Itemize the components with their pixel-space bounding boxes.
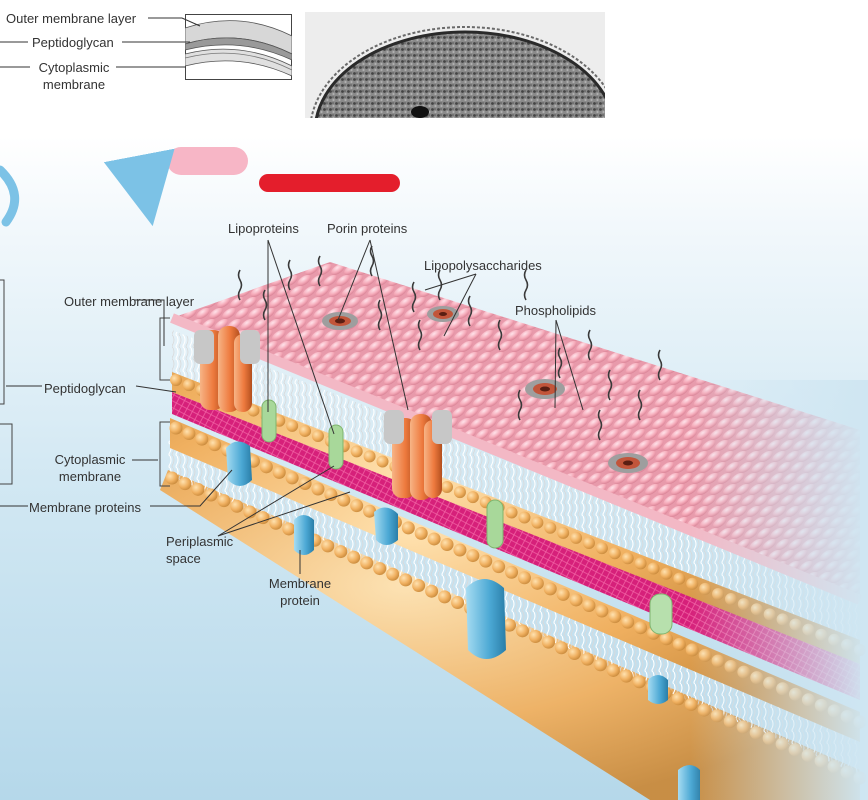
porin-protein-left xyxy=(194,326,260,412)
outer-membrane-surface xyxy=(172,262,860,600)
red-accent-bar xyxy=(259,174,400,192)
label-peptidoglycan: Peptidoglycan xyxy=(44,381,126,396)
label-lipopolysaccharides: Lipopolysaccharides xyxy=(424,258,542,273)
inset-label-outer-membrane: Outer membrane layer xyxy=(6,11,137,26)
label-phospholipids: Phospholipids xyxy=(515,303,596,318)
lipoproteins xyxy=(261,399,673,635)
curved-arrow-left xyxy=(0,165,20,227)
label-periplasmic-space: Periplasmic space xyxy=(166,533,233,567)
inset-label-cytoplasmic-line2: membrane xyxy=(42,77,106,92)
label-membrane-protein: Membrane protein xyxy=(260,575,340,609)
peptidoglycan-layer xyxy=(172,392,860,700)
label-lipoproteins: Lipoproteins xyxy=(228,221,299,236)
cell-wall-micrograph xyxy=(305,12,605,118)
porin-protein-center xyxy=(384,410,452,500)
curved-arrow-icon xyxy=(103,148,175,227)
lipopolysaccharide-chains xyxy=(237,245,663,441)
label-cytoplasmic-membrane: Cytoplasmic membrane xyxy=(48,451,132,485)
label-periplasmic-line1: Periplasmic xyxy=(166,534,234,549)
label-outer-membrane-layer: Outer membrane layer xyxy=(64,294,195,309)
left-brackets xyxy=(0,279,170,487)
label-periplasmic-line2: space xyxy=(166,551,201,566)
label-cytoplasmic-line2: membrane xyxy=(58,469,122,484)
membrane-proteins xyxy=(226,441,700,800)
label-porin-proteins: Porin proteins xyxy=(327,221,408,236)
label-membrane-protein-line1: Membrane xyxy=(268,576,332,591)
leader-lines xyxy=(0,17,584,574)
inset-label-cytoplasmic-line1: Cytoplasmic xyxy=(38,60,110,75)
layer-inset-schematic xyxy=(185,14,292,80)
inset-label-cytoplasmic-membrane: Cytoplasmic membrane xyxy=(34,59,114,93)
label-cytoplasmic-line1: Cytoplasmic xyxy=(54,452,126,467)
label-membrane-proteins: Membrane proteins xyxy=(29,500,141,515)
pink-accent-bar xyxy=(167,147,248,175)
label-membrane-protein-line2: protein xyxy=(280,593,320,608)
inset-label-peptidoglycan: Peptidoglycan xyxy=(32,35,114,50)
